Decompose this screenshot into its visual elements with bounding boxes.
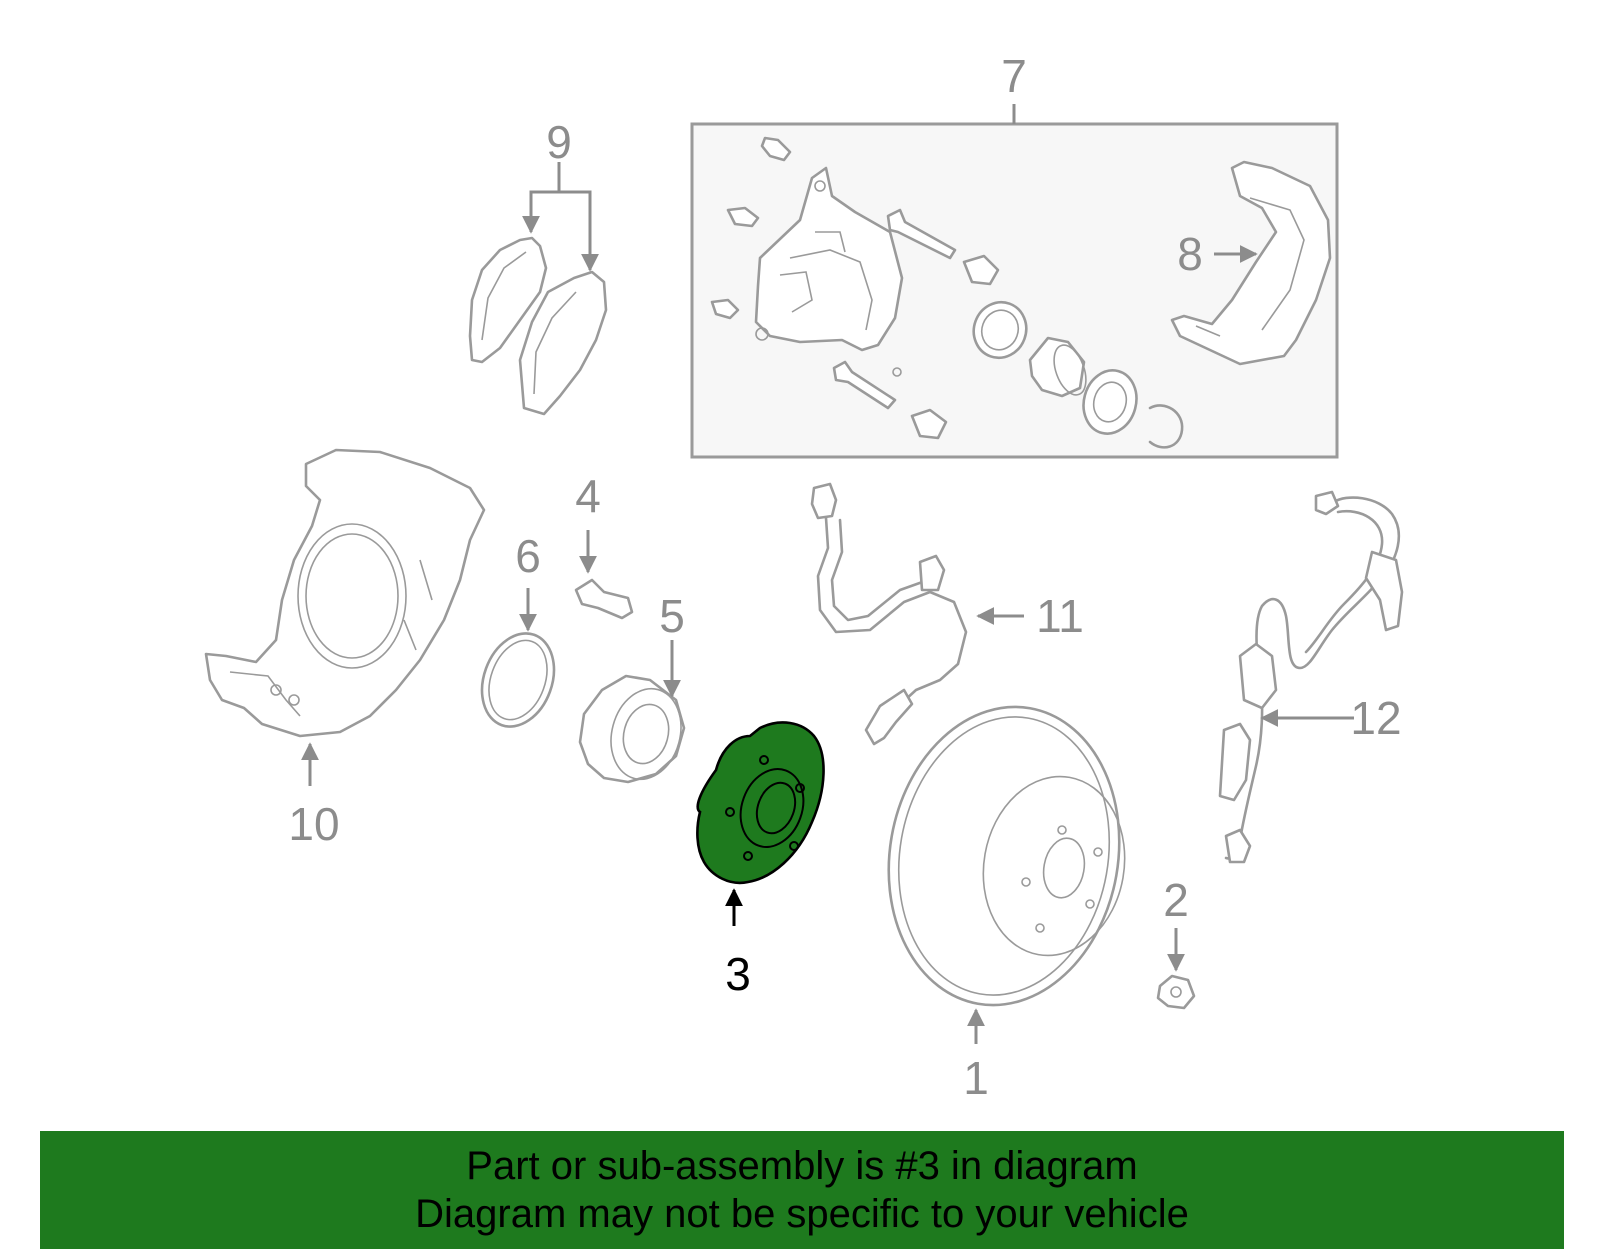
wheel-hub-highlighted[interactable]: 3 [696,721,825,1000]
banner-line-1: Part or sub-assembly is #3 in diagram [466,1144,1138,1188]
callout-11: 11 [1036,590,1084,642]
callout-7: 7 [1001,50,1027,102]
piston [1028,336,1087,398]
callout-1: 1 [963,1052,989,1104]
callout-8: 8 [1177,228,1203,280]
callout-5: 5 [659,590,685,642]
callout-4: 4 [575,470,601,522]
guide-pins [832,208,957,410]
brake-pads: 9 [468,116,608,416]
lug-nut: 2 [1156,874,1196,1010]
hub-bolt: 4 [574,470,634,620]
callout-9: 9 [546,116,572,168]
info-banner: Part or sub-assembly is #3 in diagram Di… [40,1131,1564,1249]
callout-3: 3 [725,948,751,1000]
caliper-bracket: 8 [1170,160,1332,366]
caliper-body [754,166,904,352]
snap-ring [1148,404,1184,449]
wheel-bearing: 5 [578,590,686,784]
callout-10: 10 [288,798,339,850]
pin-boots [910,254,1000,440]
banner-line-2: Diagram may not be specific to your vehi… [415,1192,1189,1236]
bearing-snap-ring: 6 [480,530,556,728]
caliper-bleeder-screws [710,136,792,320]
dust-boot [1082,369,1138,435]
brake-hose: 11 [810,482,1084,746]
callout-6: 6 [515,530,541,582]
piston-seal [972,300,1028,360]
brake-rotor: 1 [887,705,1126,1104]
abs-sensor: 12 [1218,490,1404,864]
dust-shield: 10 [204,448,486,850]
callout-12: 12 [1350,692,1401,744]
callout-2: 2 [1163,874,1189,926]
